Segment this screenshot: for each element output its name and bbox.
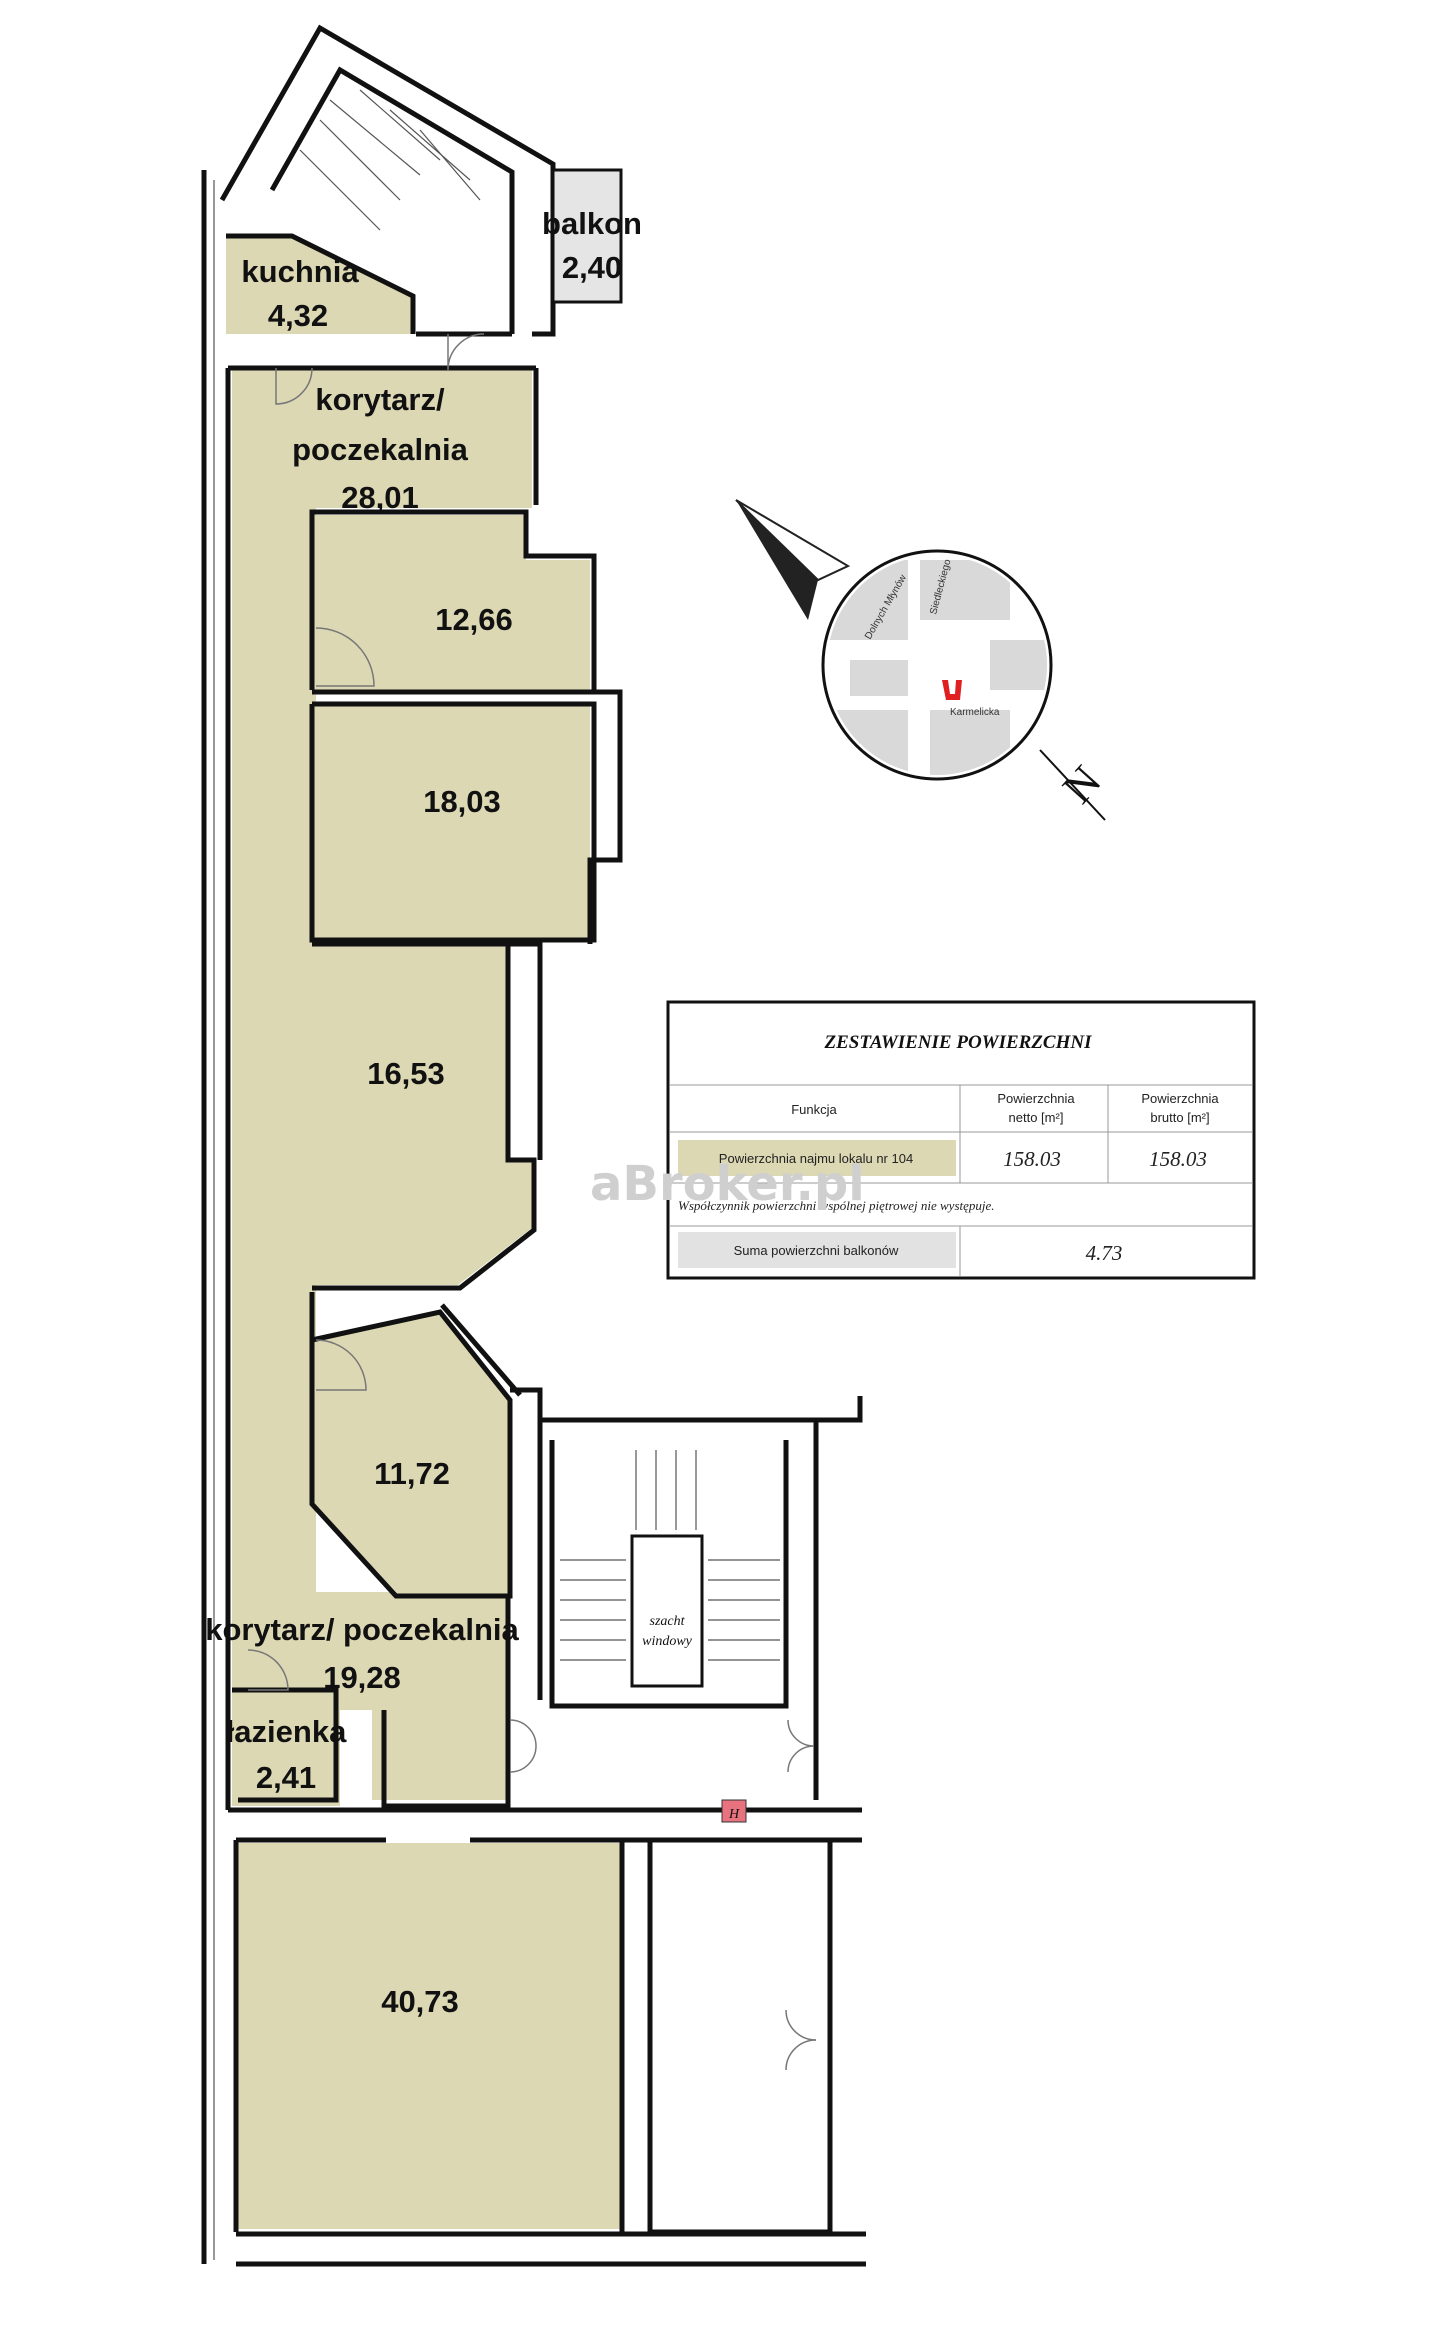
label-room-12-66: 12,66 bbox=[435, 602, 513, 637]
label-room-16-53: 16,53 bbox=[367, 1056, 445, 1091]
lift-shaft-label-1: szacht bbox=[650, 1614, 686, 1629]
label-room-18-03: 18,03 bbox=[423, 784, 501, 819]
hydrant-marker bbox=[721, 1799, 747, 1823]
label-korytarz1-line2: poczekalnia bbox=[292, 432, 468, 467]
room-labels: kuchnia 4,32 balkon 2,40 korytarz/ pocze… bbox=[205, 206, 642, 2019]
balcony-label: Suma powierzchni balkonów bbox=[734, 1243, 899, 1258]
lift-shaft-outline bbox=[630, 1534, 704, 1688]
header-gross-line2: brutto [m²] bbox=[1150, 1110, 1209, 1125]
label-room-11-72: 11,72 bbox=[374, 1456, 450, 1491]
label-lazienka-name: łazienka bbox=[226, 1714, 347, 1749]
room-kuchnia[interactable] bbox=[226, 236, 413, 334]
room-11-72[interactable] bbox=[316, 1312, 508, 1592]
row-net: 158.03 bbox=[1003, 1147, 1061, 1171]
north-axis-line bbox=[1039, 749, 1106, 821]
label-korytarz1-area: 28,01 bbox=[341, 480, 419, 515]
north-arrow-dark bbox=[736, 500, 818, 620]
room-40-73[interactable] bbox=[238, 1843, 622, 2229]
label-balkon-name: balkon bbox=[542, 206, 642, 241]
header-net-line1: Powierzchnia bbox=[997, 1091, 1075, 1106]
door-arc[interactable] bbox=[509, 1719, 537, 1747]
header-net-line2: netto [m²] bbox=[1009, 1110, 1064, 1125]
room-12-66[interactable] bbox=[316, 515, 590, 692]
header-gross-line1: Powierzchnia bbox=[1141, 1091, 1219, 1106]
label-korytarz2-name: korytarz/ poczekalnia bbox=[205, 1612, 519, 1647]
door-arc[interactable] bbox=[275, 367, 313, 405]
area-summary-table: ZESTAWIENIE POWIERZCHNI Funkcja Powierzc… bbox=[666, 1000, 1256, 1280]
north-arrow-light bbox=[735, 499, 851, 582]
door-arc[interactable] bbox=[787, 1719, 815, 1747]
label-korytarz2-area: 19,28 bbox=[323, 1660, 401, 1695]
north-letter: N bbox=[1053, 756, 1111, 812]
table-note: Współczynnik powierzchni wspólnej piętro… bbox=[678, 1198, 995, 1213]
compass: Karmelicka Dolnych Młynów Siedleckiego N bbox=[735, 499, 1111, 821]
label-room-40-73: 40,73 bbox=[381, 1984, 459, 2019]
stair-lines bbox=[299, 89, 780, 1661]
watermark: aBroker.pl bbox=[590, 1156, 865, 1212]
balcony-value: 4.73 bbox=[1086, 1241, 1123, 1265]
lift-shaft-label-2: windowy bbox=[642, 1634, 693, 1649]
table-title: ZESTAWIENIE POWIERZCHNI bbox=[824, 1032, 1093, 1053]
label-balkon-area: 2,40 bbox=[562, 250, 622, 285]
label-kuchnia-name: kuchnia bbox=[241, 254, 359, 289]
room-16-53[interactable] bbox=[316, 944, 532, 1285]
room-lazienka[interactable] bbox=[238, 1692, 336, 1796]
row-highlight bbox=[678, 1140, 956, 1176]
door-arc[interactable] bbox=[447, 333, 485, 371]
door-arc[interactable] bbox=[787, 1745, 815, 1773]
room-corridor-strip[interactable] bbox=[232, 370, 316, 1806]
door-arc[interactable] bbox=[785, 2009, 817, 2041]
label-kuchnia-area: 4,32 bbox=[268, 298, 328, 333]
balcony-highlight bbox=[678, 1232, 956, 1268]
room-fills bbox=[226, 236, 622, 2229]
door-arc[interactable] bbox=[785, 2039, 817, 2071]
door-arc[interactable] bbox=[509, 1745, 537, 1773]
walls bbox=[201, 24, 866, 2267]
hydrant-letter: H bbox=[728, 1807, 740, 1822]
street-label-1: Karmelicka bbox=[950, 707, 1000, 718]
door-arc[interactable] bbox=[315, 627, 375, 687]
door-arc[interactable] bbox=[315, 1339, 367, 1391]
row-label: Powierzchnia najmu lokalu nr 104 bbox=[719, 1151, 913, 1166]
header-function: Funkcja bbox=[791, 1102, 837, 1117]
room-18-03[interactable] bbox=[316, 704, 590, 938]
row-gross: 158.03 bbox=[1149, 1147, 1207, 1171]
label-korytarz1-line1: korytarz/ bbox=[315, 382, 445, 417]
location-pin bbox=[942, 680, 962, 700]
label-lazienka-area: 2,41 bbox=[256, 1760, 316, 1795]
doors bbox=[247, 333, 817, 2071]
door-arc[interactable] bbox=[247, 1649, 289, 1691]
balkon-outline bbox=[551, 168, 623, 304]
